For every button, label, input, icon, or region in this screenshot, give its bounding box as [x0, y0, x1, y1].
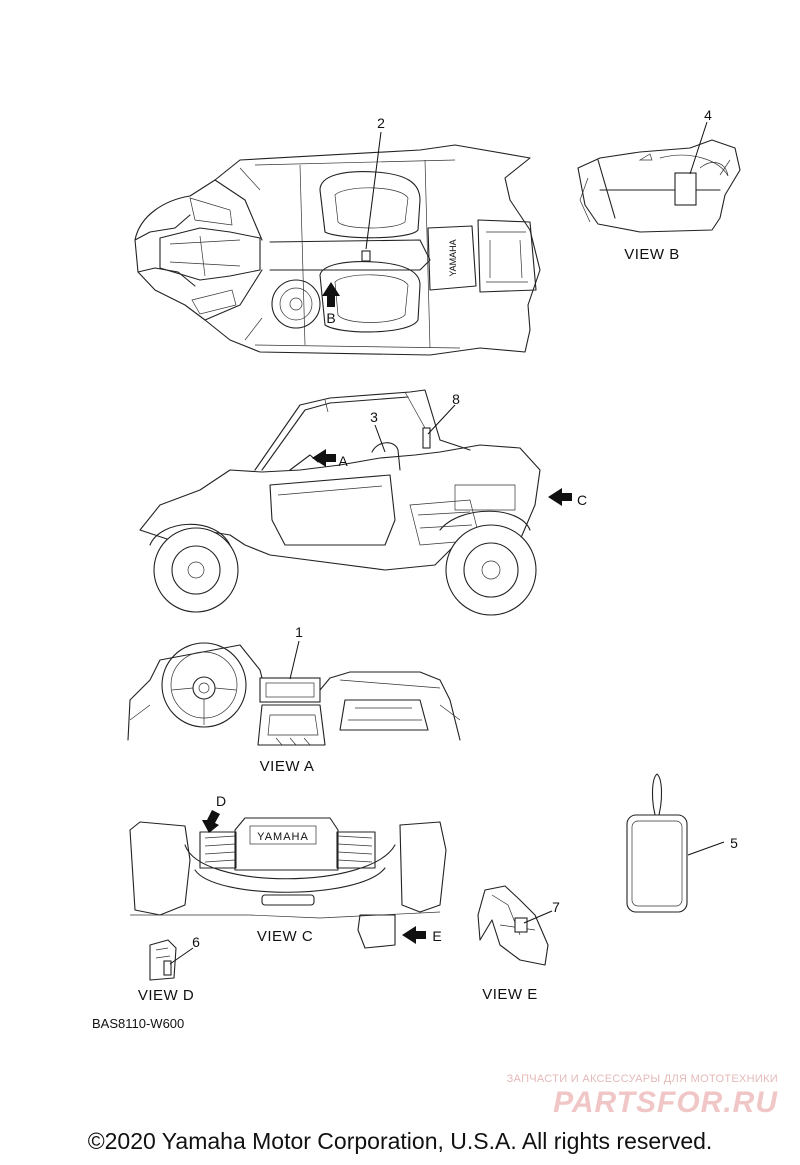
arrow-label-d: D	[216, 793, 226, 809]
callout-8: 8	[452, 391, 460, 407]
watermark-tagline: ЗАПЧАСТИ И АКСЕССУАРЫ ДЛЯ МОТОТЕХНИКИ	[507, 1073, 778, 1085]
view-d-detail	[149, 939, 177, 981]
callout-1: 1	[295, 624, 303, 640]
view-b-label: VIEW B	[624, 246, 680, 263]
callout-7: 7	[552, 899, 560, 915]
top-view-vehicle: YAMAHA	[134, 144, 541, 356]
arrow-label-b: B	[326, 310, 335, 326]
view-e-label: VIEW E	[482, 986, 538, 1003]
side-view-vehicle	[139, 389, 572, 616]
view-a-dashboard	[127, 642, 461, 746]
yamaha-badge-rear: YAMAHA	[257, 831, 309, 843]
arrow-label-c: C	[577, 492, 587, 508]
callout-6: 6	[192, 934, 200, 950]
view-c-label: VIEW C	[257, 928, 313, 945]
view-e-detail	[477, 885, 549, 966]
copyright-notice: ©2020 Yamaha Motor Corporation, U.S.A. A…	[87, 1128, 713, 1154]
callout-4: 4	[704, 107, 712, 123]
callout-5: 5	[730, 835, 738, 851]
view-a-label: VIEW A	[260, 758, 315, 775]
arrow-label-e: E	[432, 928, 441, 944]
yamaha-badge-top: YAMAHA	[448, 239, 458, 276]
callout-2: 2	[377, 115, 385, 131]
watermark-brand: PARTSFOR.RU	[553, 1086, 778, 1119]
view-d-label: VIEW D	[138, 987, 194, 1004]
view-b-panel	[577, 139, 741, 233]
arrow-label-a: A	[338, 453, 348, 469]
view-c-rear: YAMAHA	[129, 810, 447, 949]
part-code: BAS8110-W600	[92, 1016, 184, 1031]
hang-tag	[626, 773, 688, 913]
callout-3: 3	[370, 409, 378, 425]
